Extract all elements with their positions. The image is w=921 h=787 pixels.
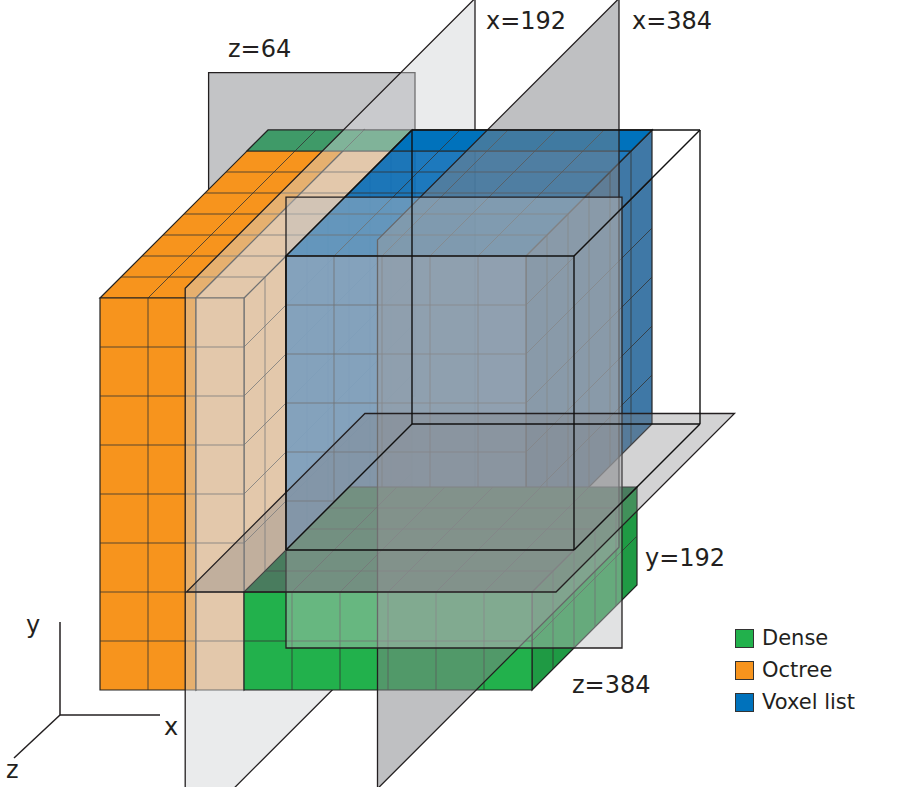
grid-line xyxy=(100,641,196,642)
grid-line xyxy=(286,550,574,551)
axis-line xyxy=(14,715,60,758)
plane-label: x=384 xyxy=(632,8,712,34)
axis-label: z xyxy=(6,757,19,783)
legend-text: Octree xyxy=(762,658,832,682)
legend-item: Voxel list xyxy=(735,690,855,714)
wireframe-edge xyxy=(286,549,574,550)
wireframe-edge xyxy=(412,129,700,130)
legend-swatch xyxy=(735,693,754,712)
axis-line xyxy=(60,714,160,716)
grid-line xyxy=(100,445,196,446)
legend-item: Dense xyxy=(735,626,828,650)
wireframe-edge xyxy=(286,130,412,256)
wireframe-edge xyxy=(573,256,574,550)
legend-text: Dense xyxy=(762,626,828,650)
wireframe-edge xyxy=(699,130,700,424)
grid-line xyxy=(100,347,196,348)
grid-line xyxy=(439,130,460,151)
legend-text: Voxel list xyxy=(762,690,855,714)
grid-line xyxy=(100,543,196,544)
grid-line xyxy=(295,130,316,151)
wireframe-edge xyxy=(412,423,700,424)
axis-label: y xyxy=(26,612,40,638)
plane-label: y=192 xyxy=(645,545,725,571)
y192-plane xyxy=(186,414,734,593)
grid-line xyxy=(100,592,196,593)
grid-line xyxy=(100,396,196,397)
octree-solid-front xyxy=(100,298,196,690)
axis-line xyxy=(59,622,61,715)
legend-swatch xyxy=(735,629,754,648)
wireframe-edge xyxy=(574,130,700,256)
plane-label: z=64 xyxy=(228,36,291,62)
legend-swatch xyxy=(735,661,754,680)
plane-label: x=192 xyxy=(486,8,566,34)
grid-line xyxy=(100,494,196,495)
octree-solid-front-fill xyxy=(100,298,196,690)
legend-item: Octree xyxy=(735,658,832,682)
wireframe-edge xyxy=(286,424,412,550)
plane-label: z=384 xyxy=(572,672,651,698)
axis-label: x xyxy=(164,714,178,740)
wireframe-edge xyxy=(574,424,700,550)
wireframe-edge xyxy=(286,255,574,256)
wireframe-edge xyxy=(285,256,286,550)
wireframe-edge xyxy=(411,130,412,424)
